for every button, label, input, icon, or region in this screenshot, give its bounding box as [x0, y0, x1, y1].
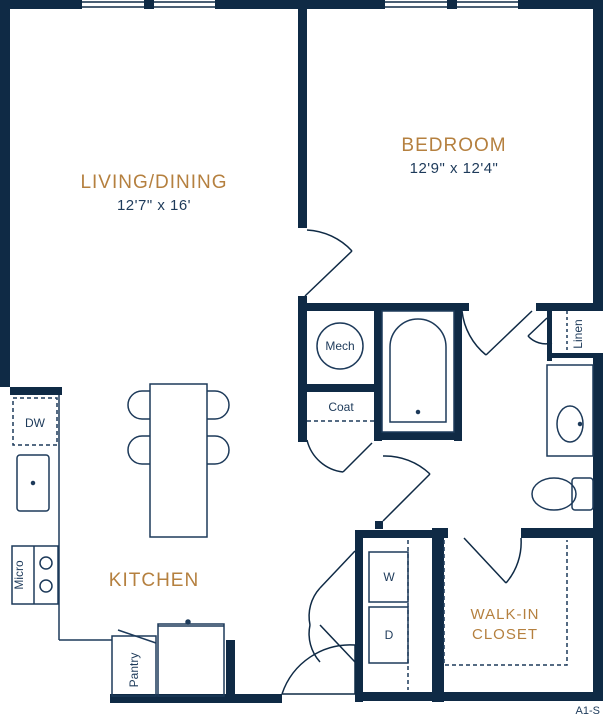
- bath-fixtures: [307, 310, 594, 690]
- kitchen-label: KITCHEN: [109, 570, 199, 591]
- living-dining-label: LIVING/DINING: [80, 172, 227, 193]
- washer-label: W: [383, 570, 395, 584]
- living-dining-dimensions: 12'7" x 16': [117, 197, 191, 214]
- pantry-label: Pantry: [127, 653, 141, 688]
- dryer-label: D: [385, 628, 394, 642]
- walk-in-closet-label-line1: WALK-IN: [471, 606, 540, 623]
- room-labels: LIVING/DINING 12'7" x 16' BEDROOM 12'9" …: [80, 135, 540, 643]
- interior-walls: [10, 9, 603, 702]
- doors: [281, 229, 553, 695]
- kitchen-fixtures: [11, 383, 230, 697]
- windows: [82, 1, 518, 8]
- coat-label: Coat: [328, 400, 354, 414]
- microwave-label: Micro: [12, 560, 26, 590]
- linen-label: Linen: [571, 319, 585, 348]
- mech-label: Mech: [325, 339, 354, 353]
- walk-in-closet-label-line2: CLOSET: [472, 626, 538, 643]
- plan-code: A1-S: [576, 705, 600, 717]
- fixture-labels: DW Micro Pantry Mech Coat Linen W D: [12, 319, 585, 687]
- bedroom-dimensions: 12'9" x 12'4": [410, 160, 499, 177]
- bedroom-label: BEDROOM: [401, 135, 506, 156]
- dishwasher-label: DW: [25, 416, 46, 430]
